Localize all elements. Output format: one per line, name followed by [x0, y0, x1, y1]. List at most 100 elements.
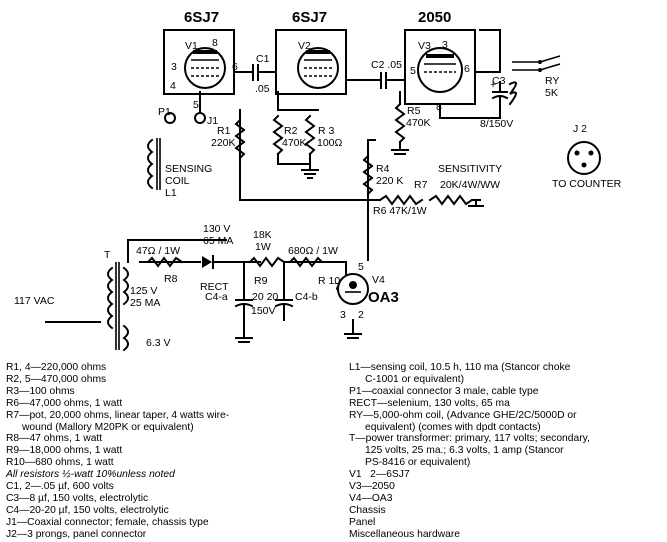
- v1-pin5: 5: [193, 99, 199, 111]
- sensitivity-label: SENSITIVITY: [438, 163, 502, 175]
- ry-value: 5K: [545, 87, 558, 99]
- relay-ry: RY 5K: [508, 55, 561, 106]
- parts-list-item: R1, 4—220,000 ohms: [6, 362, 107, 373]
- parts-list-item: R2, 5—470,000 ohms: [6, 373, 107, 385]
- ma25-label: 25 MA: [130, 297, 160, 309]
- r5-label: R5: [407, 105, 421, 117]
- r8-value: 47Ω / 1W: [136, 245, 180, 257]
- parts-list-item: V1 2—6SJ7: [349, 469, 410, 481]
- parts-list-item: RY—5,000-ohm coil, (Advance GHE/2C/5000D…: [349, 409, 577, 421]
- v4-pin5: 5: [358, 261, 364, 273]
- v1-pin3: 3: [171, 61, 177, 73]
- v4-pin3: 3: [340, 309, 346, 321]
- signal-wiring: C1 .05 C2 .05: [233, 29, 501, 261]
- parts-list-item: wound (Mallory M20PK or equivalent): [22, 421, 194, 433]
- connector-j2: J 2 TO COUNTER: [552, 123, 622, 190]
- r3-label: R 3: [318, 125, 335, 137]
- c3-label: C3: [492, 75, 506, 87]
- parts-list-right: L1—sensing coil, 10.5 h, 110 ma (Stancor…: [349, 362, 663, 541]
- r10-value: 680Ω / 1W: [288, 245, 338, 257]
- tube-v2: 6SJ7 V2: [275, 9, 347, 95]
- r1: R1 220K: [211, 118, 246, 160]
- v1-pin4: 4: [170, 80, 176, 92]
- coil-label: COIL: [165, 175, 190, 187]
- v3-pin5: 5: [410, 65, 416, 77]
- v1-ref: V1: [185, 40, 198, 52]
- r7-value: 20K/4W/WW: [440, 179, 500, 191]
- parts-list-item: Chassis: [349, 504, 386, 516]
- parts-list-item: L1—sensing coil, 10.5 h, 110 ma (Stancor…: [349, 362, 571, 373]
- c1-label: C1: [256, 53, 270, 65]
- v63-label: 6.3 V: [146, 337, 171, 349]
- parts-list-item: Miscellaneous hardware: [349, 528, 461, 540]
- parts-list-item: 125 volts, 25 ma.; 6.3 volts, 1 amp (Sta…: [365, 445, 564, 457]
- sensitivity-control: SENSITIVITY R7 20K/4W/WW R6 47K/1W: [373, 163, 502, 217]
- parts-list-item: All resistors ½-watt 10%unless noted: [6, 469, 175, 481]
- r3-value: 100Ω: [317, 137, 343, 149]
- ma65-label: 65 MA: [203, 235, 233, 247]
- c3-value: 8/150V: [480, 118, 513, 130]
- parts-list-item: C-1001 or equivalent): [365, 373, 465, 385]
- v2-type-label: 6SJ7: [292, 9, 327, 26]
- parts-list-item: R8—47 ohms, 1 watt: [6, 433, 103, 445]
- parts-list-item: R9—18,000 ohms, 1 watt: [6, 445, 123, 457]
- v4-ref: V4: [372, 274, 385, 286]
- parts-list-item: T—power transformer: primary, 117 volts;…: [349, 433, 590, 445]
- power-supply: T 125 V 25 MA 117 VAC 6.3 V 47Ω / 1W R8 …: [14, 223, 347, 352]
- c4b-label: C4-b: [295, 291, 318, 303]
- v3-type-label: 2050: [418, 9, 451, 26]
- p1-label: P1: [158, 106, 171, 118]
- v125-label: 125 V: [130, 285, 157, 297]
- r4-value: 220 K: [376, 175, 403, 187]
- parts-list-item: R6—47,000 ohms, 1 watt: [6, 397, 123, 409]
- parts-list-item: RECT—selenium, 130 volts, 65 ma: [349, 397, 510, 409]
- r4: R4 220 K: [362, 154, 403, 196]
- parts-list-item: C1, 2—.05 µf, 600 volts: [6, 481, 114, 493]
- v1-type-label: 6SJ7: [184, 9, 219, 26]
- v1-pin8: 8: [212, 37, 218, 49]
- r8-label: R8: [164, 273, 178, 285]
- r2-value: 470K: [282, 137, 307, 149]
- circuit-schematic: 6SJ7 V1 3 8 6 4 5 6SJ7 V2 2050 V3 3 5 6: [14, 9, 622, 352]
- r4-label: R4: [376, 163, 390, 175]
- r1-label: R1: [217, 125, 231, 137]
- vac117-label: 117 VAC: [14, 295, 55, 307]
- parts-list-item: C3—8 µf, 150 volts, electrolytic: [6, 492, 149, 504]
- v4-pin2: 2: [358, 309, 364, 321]
- parts-list-item: V3—2050: [349, 481, 395, 493]
- v2-ref: V2: [298, 40, 311, 52]
- v3-pin6: 6: [464, 63, 470, 75]
- r6-label: R6 47K/1W: [373, 205, 427, 217]
- ry-label: RY: [545, 75, 559, 87]
- c2-label: C2 .05: [371, 59, 402, 71]
- c3-plus: +: [490, 79, 496, 91]
- r7-label: R7: [414, 179, 428, 191]
- transformer-label: T: [104, 249, 111, 261]
- rect-label: RECT: [200, 281, 229, 293]
- v130-label: 130 V: [203, 223, 230, 235]
- r9-label: R9: [254, 275, 268, 287]
- tube-v4: V4 OA3 5 7 3 2: [334, 261, 399, 339]
- input-section: P1 J1 SENSING COIL L1: [147, 91, 218, 199]
- parts-list-item: equivalent) (comes with dpdt contacts): [365, 421, 541, 433]
- parts-list-item: J2—3 prongs, panel connector: [6, 528, 147, 540]
- r3: R 3 100Ω: [277, 114, 343, 179]
- parts-list-item: P1—coaxial connector 3 male, cable type: [349, 385, 539, 397]
- v3-pin3: 3: [442, 39, 448, 51]
- r1-value: 220K: [211, 137, 236, 149]
- r2-label: R2: [284, 125, 298, 137]
- c4a-label: C4-a: [205, 291, 228, 303]
- v3-ref: V3: [418, 40, 431, 52]
- parts-list-item: PS-8416 or equivalent): [365, 457, 471, 469]
- parts-list-item: R10—680 ohms, 1 watt: [6, 457, 114, 469]
- r5: R5 470K: [391, 102, 431, 155]
- tube-v3: 2050 V3 3 5 6 8: [404, 9, 476, 113]
- l1-label: L1: [165, 187, 177, 199]
- parts-list-item: J1—Coaxial connector; female, chassis ty…: [6, 516, 209, 528]
- parts-list-item: V4—OA3: [349, 492, 393, 504]
- c3: + C3 8/150V: [480, 75, 513, 130]
- to-counter-label: TO COUNTER: [552, 178, 622, 190]
- parts-list-item: C4—20-20 µf, 150 volts, electrolytic: [6, 504, 169, 516]
